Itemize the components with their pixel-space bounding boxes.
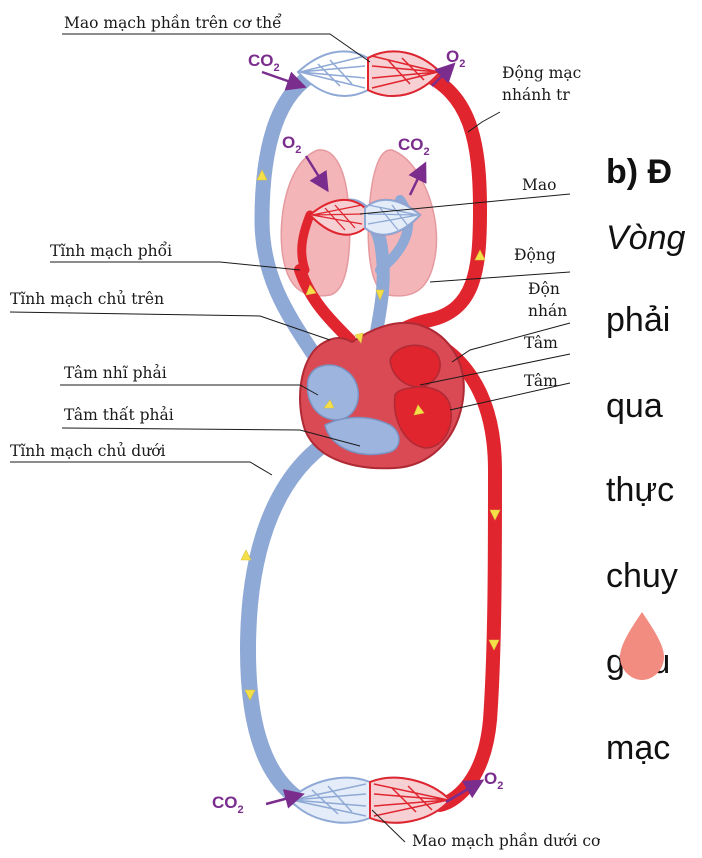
svg-text:CO2: CO2 <box>398 135 430 158</box>
label-superior-vena-cava: Tĩnh mạch chủ trên <box>10 290 164 308</box>
inferior-vena-cava <box>248 440 330 800</box>
label-upper-branch-artery-1: Động mạc <box>502 64 581 82</box>
label-right-atrium: Tâm nhĩ phải <box>64 364 167 382</box>
label-lung-capillaries: Mao <box>522 176 556 194</box>
svg-text:CO2: CO2 <box>212 793 244 816</box>
label-left-atrium: Tâm <box>524 334 558 352</box>
drop-overlay <box>600 0 702 858</box>
label-aorta-2: nhán <box>528 302 567 320</box>
lower-capillary-bed <box>290 778 450 823</box>
heart <box>300 323 464 468</box>
upper-capillary-bed <box>298 51 440 96</box>
o2-upper: O2 <box>432 47 465 86</box>
label-pulmonary-vein: Tĩnh mạch phổi <box>50 242 172 260</box>
label-lower-capillaries: Mao mạch phần dưới cơ thể <box>412 832 600 850</box>
label-left-ventricle: Tâm <box>524 372 558 390</box>
label-inferior-vena-cava: Tĩnh mạch chủ dưới <box>10 442 166 460</box>
drop-icon <box>620 612 664 680</box>
svg-text:O2: O2 <box>282 133 301 156</box>
label-upper-capillaries: Mao mạch phần trên cơ thể <box>64 14 282 32</box>
svg-text:O2: O2 <box>446 47 465 70</box>
label-pulmonary-artery: Động <box>514 246 556 264</box>
svg-text:O2: O2 <box>484 769 503 792</box>
circulation-diagram: CO2 O2 O2 CO2 CO2 O2 <box>0 0 600 858</box>
svg-text:CO2: CO2 <box>248 51 280 74</box>
label-right-ventricle: Tâm thất phải <box>64 406 174 424</box>
label-upper-branch-artery-2: nhánh tr <box>502 86 570 104</box>
label-aorta-1: Độn <box>528 280 560 298</box>
